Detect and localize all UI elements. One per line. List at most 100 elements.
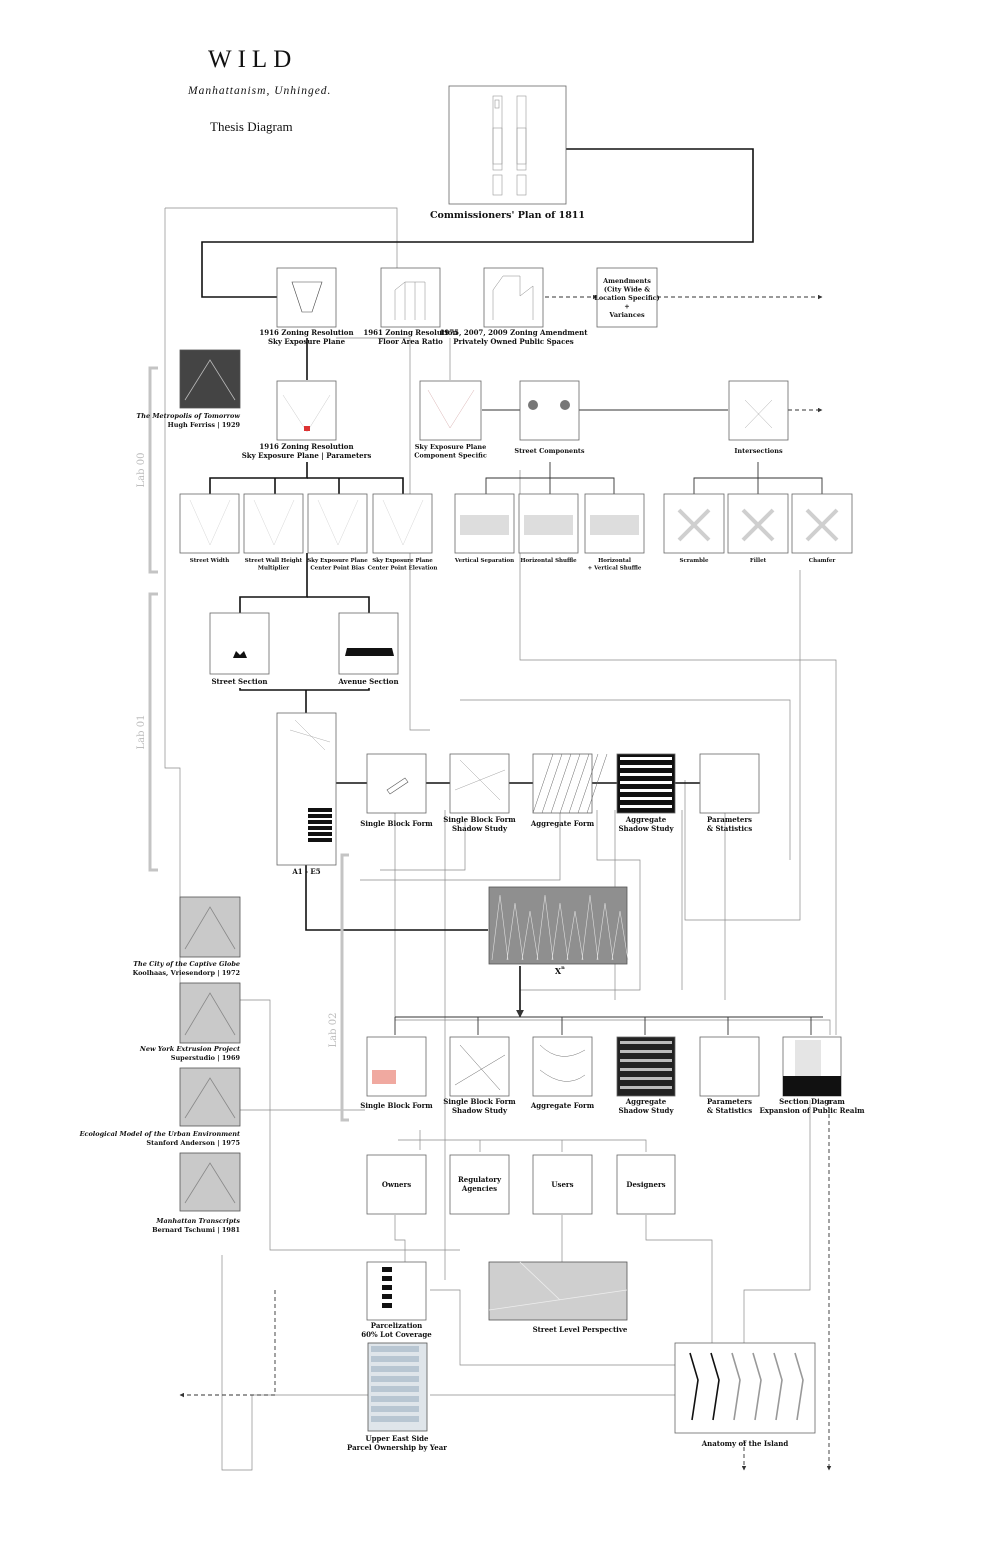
amendments-label-2: Location Specific) [594, 294, 659, 302]
streetcomp-box [519, 380, 580, 441]
sbfs1-rays [454, 759, 506, 801]
section-label-0: Section Diagram [779, 1097, 845, 1106]
reference-title-2: New York Extrusion Project [139, 1045, 240, 1053]
agg1-hatch-6 [586, 753, 608, 814]
heavy-connector-7 [307, 596, 370, 613]
dashed-arrow-4 [179, 1290, 276, 1398]
xn-spike-2 [521, 910, 539, 961]
streetwidth-label-0: Street Width [190, 558, 229, 564]
params1-label-0: Parameters [707, 815, 752, 824]
heavy-connector-3 [307, 477, 404, 494]
ues-parcel-row-6 [371, 1406, 419, 1412]
avenuesection-label-0: Avenue Section [337, 677, 398, 686]
thin-connector-12 [360, 810, 561, 881]
hvshuffle-label-1: + Vertical Shuffle [588, 566, 642, 572]
streetwidth-rays [189, 499, 231, 546]
users-box [532, 1154, 593, 1215]
thin-connector-7 [460, 699, 791, 860]
chamfer-label-0: Chamfer [809, 558, 836, 564]
sbfs2-label-1: Shadow Study [452, 1106, 508, 1115]
street-section-mass [233, 651, 247, 658]
amendments-box [596, 267, 658, 328]
fillet-label-0: Fillet [750, 558, 767, 564]
medium-connector-2 [485, 462, 551, 494]
thin-connector-25 [221, 1255, 368, 1471]
parcel-bar-1 [382, 1276, 392, 1281]
far-sketch [394, 281, 426, 320]
zr1961-label-0: 1961 Zoning Resolution [363, 328, 457, 337]
regulatory-label-1: Agencies [461, 1184, 497, 1193]
parcel-bar-2 [382, 1285, 392, 1290]
lab-00-label: Lab 00 [136, 453, 147, 488]
anatomy-island-3 [752, 1352, 762, 1421]
avenuesection-box [338, 612, 399, 675]
street-level-lines [488, 1261, 628, 1311]
ues-parcel-row-2 [371, 1366, 419, 1372]
centerelev-label-1: Center Point Elevation [368, 566, 438, 572]
aggs2-gap-2 [620, 1059, 672, 1062]
zr1975-label-1: Privately Owned Public Spaces [453, 337, 574, 346]
reference-author-3: Stanford Anderson | 1975 [146, 1139, 240, 1147]
intersection-sketch [744, 399, 773, 429]
section-label-1: Expansion of Public Realm [759, 1106, 865, 1115]
owners-label-0: Owners [382, 1180, 411, 1189]
parcel-bar-0 [382, 1267, 392, 1272]
a1-sheet-bar-4 [308, 832, 332, 836]
xn-spike-8 [611, 910, 629, 961]
thin-connector-16 [398, 1139, 647, 1152]
xn-exponent: n [561, 965, 565, 971]
reference-image-3 [179, 1067, 241, 1127]
plan-strip-1 [516, 127, 527, 165]
hshuffle-street-sketch [524, 515, 573, 535]
thin-connector-11 [380, 820, 466, 871]
owners-box [366, 1154, 427, 1215]
centerelev-label-0: Sky Exposure Plane [372, 558, 433, 564]
reference-author-0: Hugh Ferriss | 1929 [168, 421, 241, 429]
hvshuffle-label-0: Horizontal [598, 558, 631, 564]
zr1916-box [276, 267, 337, 328]
avenue-section-mass [345, 648, 394, 656]
plan-strip-2 [492, 174, 503, 196]
skycomp-label-1: Component Specific [414, 452, 487, 460]
plan-strip-0 [492, 127, 503, 165]
scramble-cross-sketch [677, 508, 711, 542]
reference-sketch-0 [184, 359, 236, 401]
params2-label-0: Parameters [707, 1097, 752, 1106]
reference-image-1 [179, 896, 241, 958]
reference-sketch-4 [184, 1162, 236, 1204]
amendments-label-1: (City Wide & [604, 286, 650, 294]
reference-title-1: The City of the Captive Globe [133, 960, 240, 968]
designers-box [616, 1154, 676, 1215]
zr1916-label-1: Sky Exposure Plane [268, 337, 346, 346]
reference-image-0 [179, 349, 241, 409]
medium-connector-4 [693, 462, 759, 494]
sbf2-box [366, 1036, 427, 1097]
parcel-label-0: Parcelization [371, 1321, 423, 1330]
agg1-hatch-5 [577, 753, 599, 814]
aggs1-gap-6 [620, 805, 672, 808]
reference-title-0: The Metropolis of Tomorrow [136, 412, 240, 420]
regulatory-box [449, 1154, 510, 1215]
aggs2-gap-0 [620, 1041, 672, 1044]
reference-title-4: Manhattan Transcripts [155, 1217, 240, 1225]
sky-params-mark [304, 426, 310, 431]
medium-connector-5 [758, 477, 823, 494]
anatomy-island-4 [773, 1352, 783, 1421]
aggs1-gap-5 [620, 797, 672, 800]
ues-parcel-row-0 [371, 1346, 419, 1352]
plan-block-2 [494, 99, 500, 109]
reference-title-3: Ecological Model of the Urban Environmen… [79, 1130, 240, 1138]
reference-author-1: Koolhaas, Vriesendorp | 1972 [133, 969, 240, 977]
heavy-connector-6 [239, 553, 308, 613]
centerbias-label-0: Sky Exposure Plane [307, 558, 368, 564]
skycomp-box [419, 380, 482, 441]
users-label-0: Users [551, 1180, 573, 1189]
heavy-connector-15 [305, 865, 488, 931]
amendments-label-0: Amendments [602, 277, 651, 285]
thin-connector-5 [519, 470, 837, 1035]
hvshuffle-street-sketch [590, 515, 639, 535]
params2-label-1: & Statistics [707, 1106, 753, 1115]
thin-connector-19 [394, 1215, 406, 1262]
parcel-bar-4 [382, 1303, 392, 1308]
